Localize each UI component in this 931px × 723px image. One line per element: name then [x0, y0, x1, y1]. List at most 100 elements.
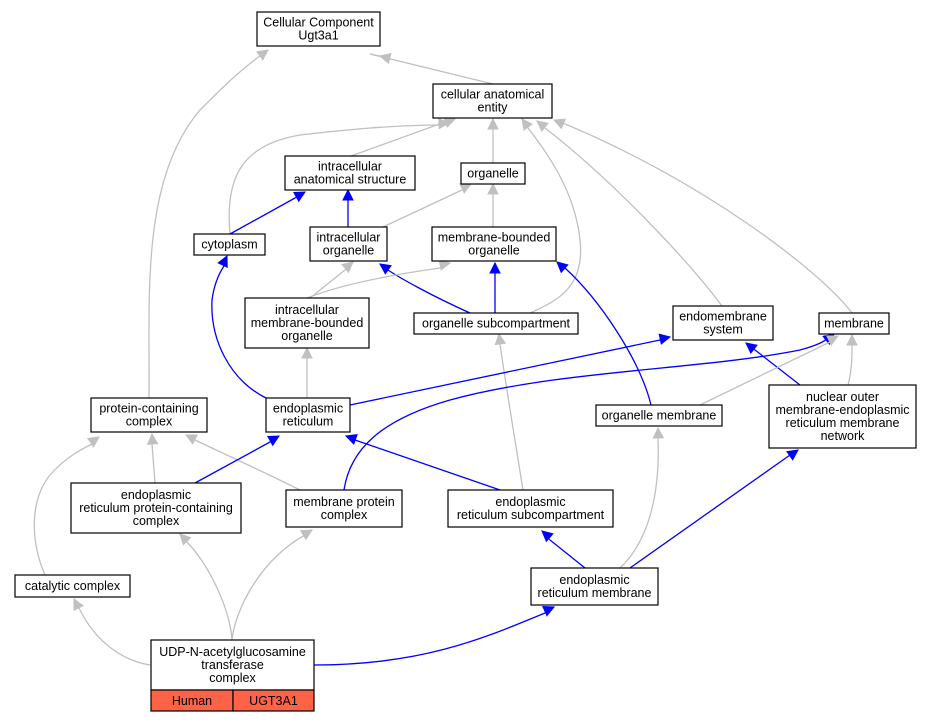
- edge-cae-to-endo: [536, 120, 723, 307]
- node-label-line: organelle: [468, 244, 519, 258]
- node-udp[interactable]: UDP-N-acetylglucosaminetransferasecomple…: [150, 639, 315, 691]
- node-label-line: complex: [133, 514, 180, 528]
- edge-organelle-to-mbo: [487, 182, 499, 227]
- node-label-line: membrane: [824, 317, 884, 331]
- edge-er-to-ersub: [344, 433, 501, 491]
- edge-membrane-to-nomerm: [846, 333, 858, 386]
- edge-ias-to-cytoplasm: [229, 191, 306, 235]
- node-label-line: Cellular Component: [263, 16, 374, 30]
- node-label-line: nuclear outer: [806, 390, 879, 404]
- edge-pcc-to-cc: [33, 436, 100, 576]
- edge-ias-to-iorg: [342, 188, 354, 227]
- node-box: [14, 574, 131, 598]
- node-label-line: reticulum protein-containing: [79, 501, 233, 515]
- node-osub[interactable]: organelle subcompartment: [413, 312, 579, 335]
- node-nomerm[interactable]: nuclear outermembrane-endoplasmicreticul…: [768, 384, 917, 449]
- node-label-line: cytoplasm: [201, 238, 257, 252]
- edge-cae-to-membrane: [552, 118, 853, 314]
- cell-label: Human: [172, 694, 212, 708]
- node-organelle[interactable]: organelle: [460, 162, 526, 185]
- node-box: [432, 83, 553, 119]
- node-box: [284, 155, 416, 191]
- edge-iorg-to-osub: [379, 263, 471, 314]
- node-box: [530, 567, 659, 606]
- edge-endo-to-er: [349, 333, 672, 406]
- node-label-line: membrane-endoplasmic: [775, 403, 909, 417]
- node-box: [768, 384, 917, 449]
- node-box: [818, 312, 890, 335]
- node-box: [460, 162, 526, 185]
- edge-er-to-erpcc: [194, 435, 280, 484]
- node-label-line: Ugt3a1: [298, 29, 338, 43]
- gene-cell-ugt3a1[interactable]: UGT3A1: [232, 689, 315, 712]
- node-box: [285, 489, 403, 528]
- node-label-line: cellular anatomical: [441, 88, 545, 102]
- node-label-line: transferase: [201, 658, 264, 672]
- node-label-line: membrane-bounded: [251, 316, 364, 330]
- node-cytoplasm[interactable]: cytoplasm: [193, 233, 266, 256]
- node-label-line: protein-containing: [99, 402, 198, 416]
- edge-om-to-erm: [619, 426, 665, 569]
- edge-imbo-to-er: [301, 346, 313, 398]
- node-label-line: endoplasmic: [495, 495, 565, 509]
- node-membrane[interactable]: membrane: [818, 312, 890, 335]
- node-box: [256, 11, 381, 47]
- node-label-line: intracellular: [318, 160, 382, 174]
- edge-erpcc-to-udp: [179, 533, 233, 641]
- edge-membrane-to-om: [699, 335, 839, 406]
- edge-cc-to-udp: [73, 598, 151, 666]
- node-label-line: system: [703, 323, 743, 337]
- node-box: [447, 489, 614, 528]
- edge-cae-to-osub: [521, 118, 582, 314]
- node-box: [309, 226, 388, 262]
- node-box: [70, 482, 242, 534]
- cell-box: [232, 689, 315, 712]
- node-label-line: membrane-bounded: [438, 231, 551, 245]
- edge-mbo-to-om: [556, 261, 652, 406]
- edges-layer: [33, 49, 858, 666]
- node-box: [431, 226, 557, 262]
- node-box: [193, 233, 266, 256]
- node-box: [595, 404, 723, 427]
- node-label-line: complex: [126, 415, 173, 429]
- node-label-line: UDP-N-acetylglucosamine: [159, 645, 306, 659]
- node-cc[interactable]: catalytic complex: [14, 574, 131, 598]
- node-label-line: membrane protein: [293, 495, 394, 509]
- edge-root-to-cae: [369, 52, 494, 85]
- species-cell-human[interactable]: Human: [150, 689, 234, 712]
- node-label-line: intracellular: [317, 231, 381, 245]
- node-label-line: organelle: [323, 244, 374, 258]
- edge-cytoplasm-to-er: [211, 254, 267, 399]
- node-label-line: complex: [209, 671, 256, 685]
- edge-root-to-pcc: [148, 49, 269, 399]
- node-box: [150, 639, 315, 691]
- node-box: [413, 312, 579, 335]
- node-label-line: reticulum membrane: [538, 586, 652, 600]
- node-label-line: endoplasmic: [559, 573, 629, 587]
- edge-mpc-to-udp: [231, 529, 313, 641]
- node-label-line: anatomical structure: [294, 173, 407, 187]
- edge-mbo-to-imbo: [306, 259, 452, 299]
- node-label-line: reticulum subcompartment: [457, 508, 605, 522]
- edge-mbo-to-osub: [489, 261, 501, 313]
- node-box: [265, 397, 351, 433]
- node-label-line: organelle membrane: [602, 409, 717, 423]
- node-om[interactable]: organelle membrane: [595, 404, 723, 427]
- edge-membrane-to-mpc: [343, 333, 835, 491]
- node-label-line: catalytic complex: [25, 579, 121, 593]
